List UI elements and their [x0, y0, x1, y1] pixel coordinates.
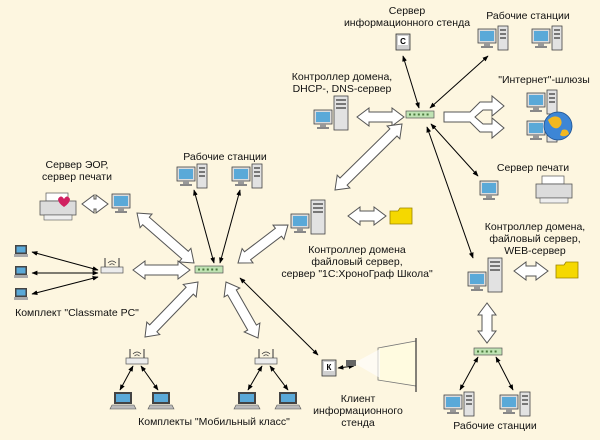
- info-stand-client-terminal-icon: К: [321, 359, 337, 377]
- label-domain-controller-dhcp: Контроллер домена, DHCP-, DNS-сервер: [291, 71, 393, 95]
- label-workstations-top: Рабочие станции: [486, 10, 570, 22]
- tower-icon: [487, 257, 503, 293]
- globe-icon: [543, 111, 573, 141]
- terminal-letter: К: [327, 363, 332, 372]
- wide-arrow: [144, 281, 199, 338]
- link-arrow: [119, 365, 134, 391]
- wide-arrow: [477, 302, 497, 344]
- switch-icon: [194, 265, 224, 274]
- access-point-icon: [125, 349, 149, 365]
- classmate-laptop-icon: [14, 266, 28, 278]
- link-arrow: [337, 364, 355, 370]
- server-monitor-icon: [467, 271, 487, 291]
- laptop-icon: [147, 392, 175, 410]
- switch-icon: [473, 347, 503, 356]
- terminal-letter: С: [400, 37, 406, 46]
- label-domain-controller-file-1c: Контроллер домена файловый сервер, серве…: [281, 244, 433, 280]
- classmate-laptop-icon: [14, 288, 28, 300]
- laptop-icon: [233, 392, 261, 410]
- wide-arrows: [81, 94, 549, 344]
- link-arrow: [429, 55, 489, 109]
- label-workstations-mid: Рабочие станции: [183, 151, 267, 163]
- workstation-monitor-icon: [443, 394, 463, 414]
- print-server-printer-icon: [535, 175, 573, 204]
- link-arrow: [426, 126, 474, 259]
- folder-icon: [555, 261, 579, 279]
- connection-lines: [31, 55, 514, 391]
- print-server-monitor-icon: [479, 180, 499, 200]
- wide-arrow: [513, 261, 549, 281]
- laptop-icon: [274, 392, 302, 410]
- label-info-stand-client: Клиент информационного стенда: [313, 393, 403, 429]
- workstation-monitor-icon: [231, 166, 251, 186]
- link-arrow: [140, 365, 159, 391]
- wide-arrow: [334, 123, 403, 191]
- info-stand-server-terminal-icon: С: [395, 33, 411, 51]
- workstation-monitor-icon: [526, 92, 546, 112]
- workstation-monitor-icon: [176, 166, 196, 186]
- projector-screen-icon: [346, 338, 417, 392]
- tower-icon: [196, 163, 208, 189]
- link-arrow: [31, 251, 99, 271]
- eor-monitor-icon: [111, 193, 131, 213]
- workstation-monitor-icon: [477, 28, 497, 48]
- wide-arrow: [81, 194, 109, 214]
- classmate-laptop-icon: [14, 245, 28, 257]
- wide-arrow: [347, 206, 387, 226]
- label-mobile-class: Комплекты "Мобильный класс": [138, 416, 290, 428]
- tower-icon: [497, 25, 509, 51]
- devices: СК: [14, 25, 579, 417]
- link-arrow: [239, 277, 319, 356]
- wide-arrow: [136, 212, 195, 264]
- link-arrow: [495, 356, 514, 391]
- wide-arrow: [237, 224, 289, 264]
- tower-icon: [251, 163, 263, 189]
- server-monitor-icon: [313, 109, 333, 129]
- tower-icon: [519, 391, 531, 417]
- laptop-icon: [109, 392, 137, 410]
- link-arrow: [247, 365, 263, 391]
- label-eor-server: Сервер ЭОР, сервер печати: [42, 159, 112, 183]
- label-classmate-kit: Комплект "Classmate PC": [15, 307, 139, 319]
- link-arrow: [219, 189, 241, 264]
- tower-icon: [546, 89, 558, 115]
- label-info-stand-server: Сервер информационного стенда: [343, 5, 471, 29]
- tower-icon: [551, 25, 563, 51]
- link-arrow: [31, 276, 99, 295]
- link-arrow: [193, 189, 215, 264]
- wide-arrow: [356, 107, 405, 127]
- workstation-monitor-icon: [531, 28, 551, 48]
- wide-arrow: [223, 281, 261, 339]
- link-arrow: [459, 356, 479, 391]
- link-arrow: [430, 123, 479, 177]
- label-domain-controller-file-web: Контроллер домена, файловый сервер, WEB-…: [484, 221, 586, 257]
- label-workstations-bottom: Рабочие станции: [453, 420, 537, 432]
- label-internet-gateways: "Интернет"-шлюзы: [498, 74, 590, 86]
- workstation-monitor-icon: [499, 394, 519, 414]
- link-arrow: [402, 55, 420, 109]
- eor-printer-icon: [39, 192, 77, 221]
- wide-arrow: [132, 260, 191, 280]
- tower-icon: [463, 391, 475, 417]
- eor-heart-icon: [58, 196, 70, 207]
- link-arrow: [269, 365, 289, 391]
- server-monitor-icon: [290, 213, 310, 233]
- tower-icon: [333, 95, 349, 131]
- internet-branch-arrow: [443, 94, 505, 140]
- access-point-icon: [100, 258, 124, 274]
- folder-icon: [389, 207, 413, 225]
- label-print-server: Сервер печати: [496, 162, 570, 174]
- switch-icon: [405, 110, 435, 119]
- tower-icon: [310, 199, 326, 235]
- access-point-icon: [254, 349, 278, 365]
- workstation-monitor-icon: [526, 120, 546, 140]
